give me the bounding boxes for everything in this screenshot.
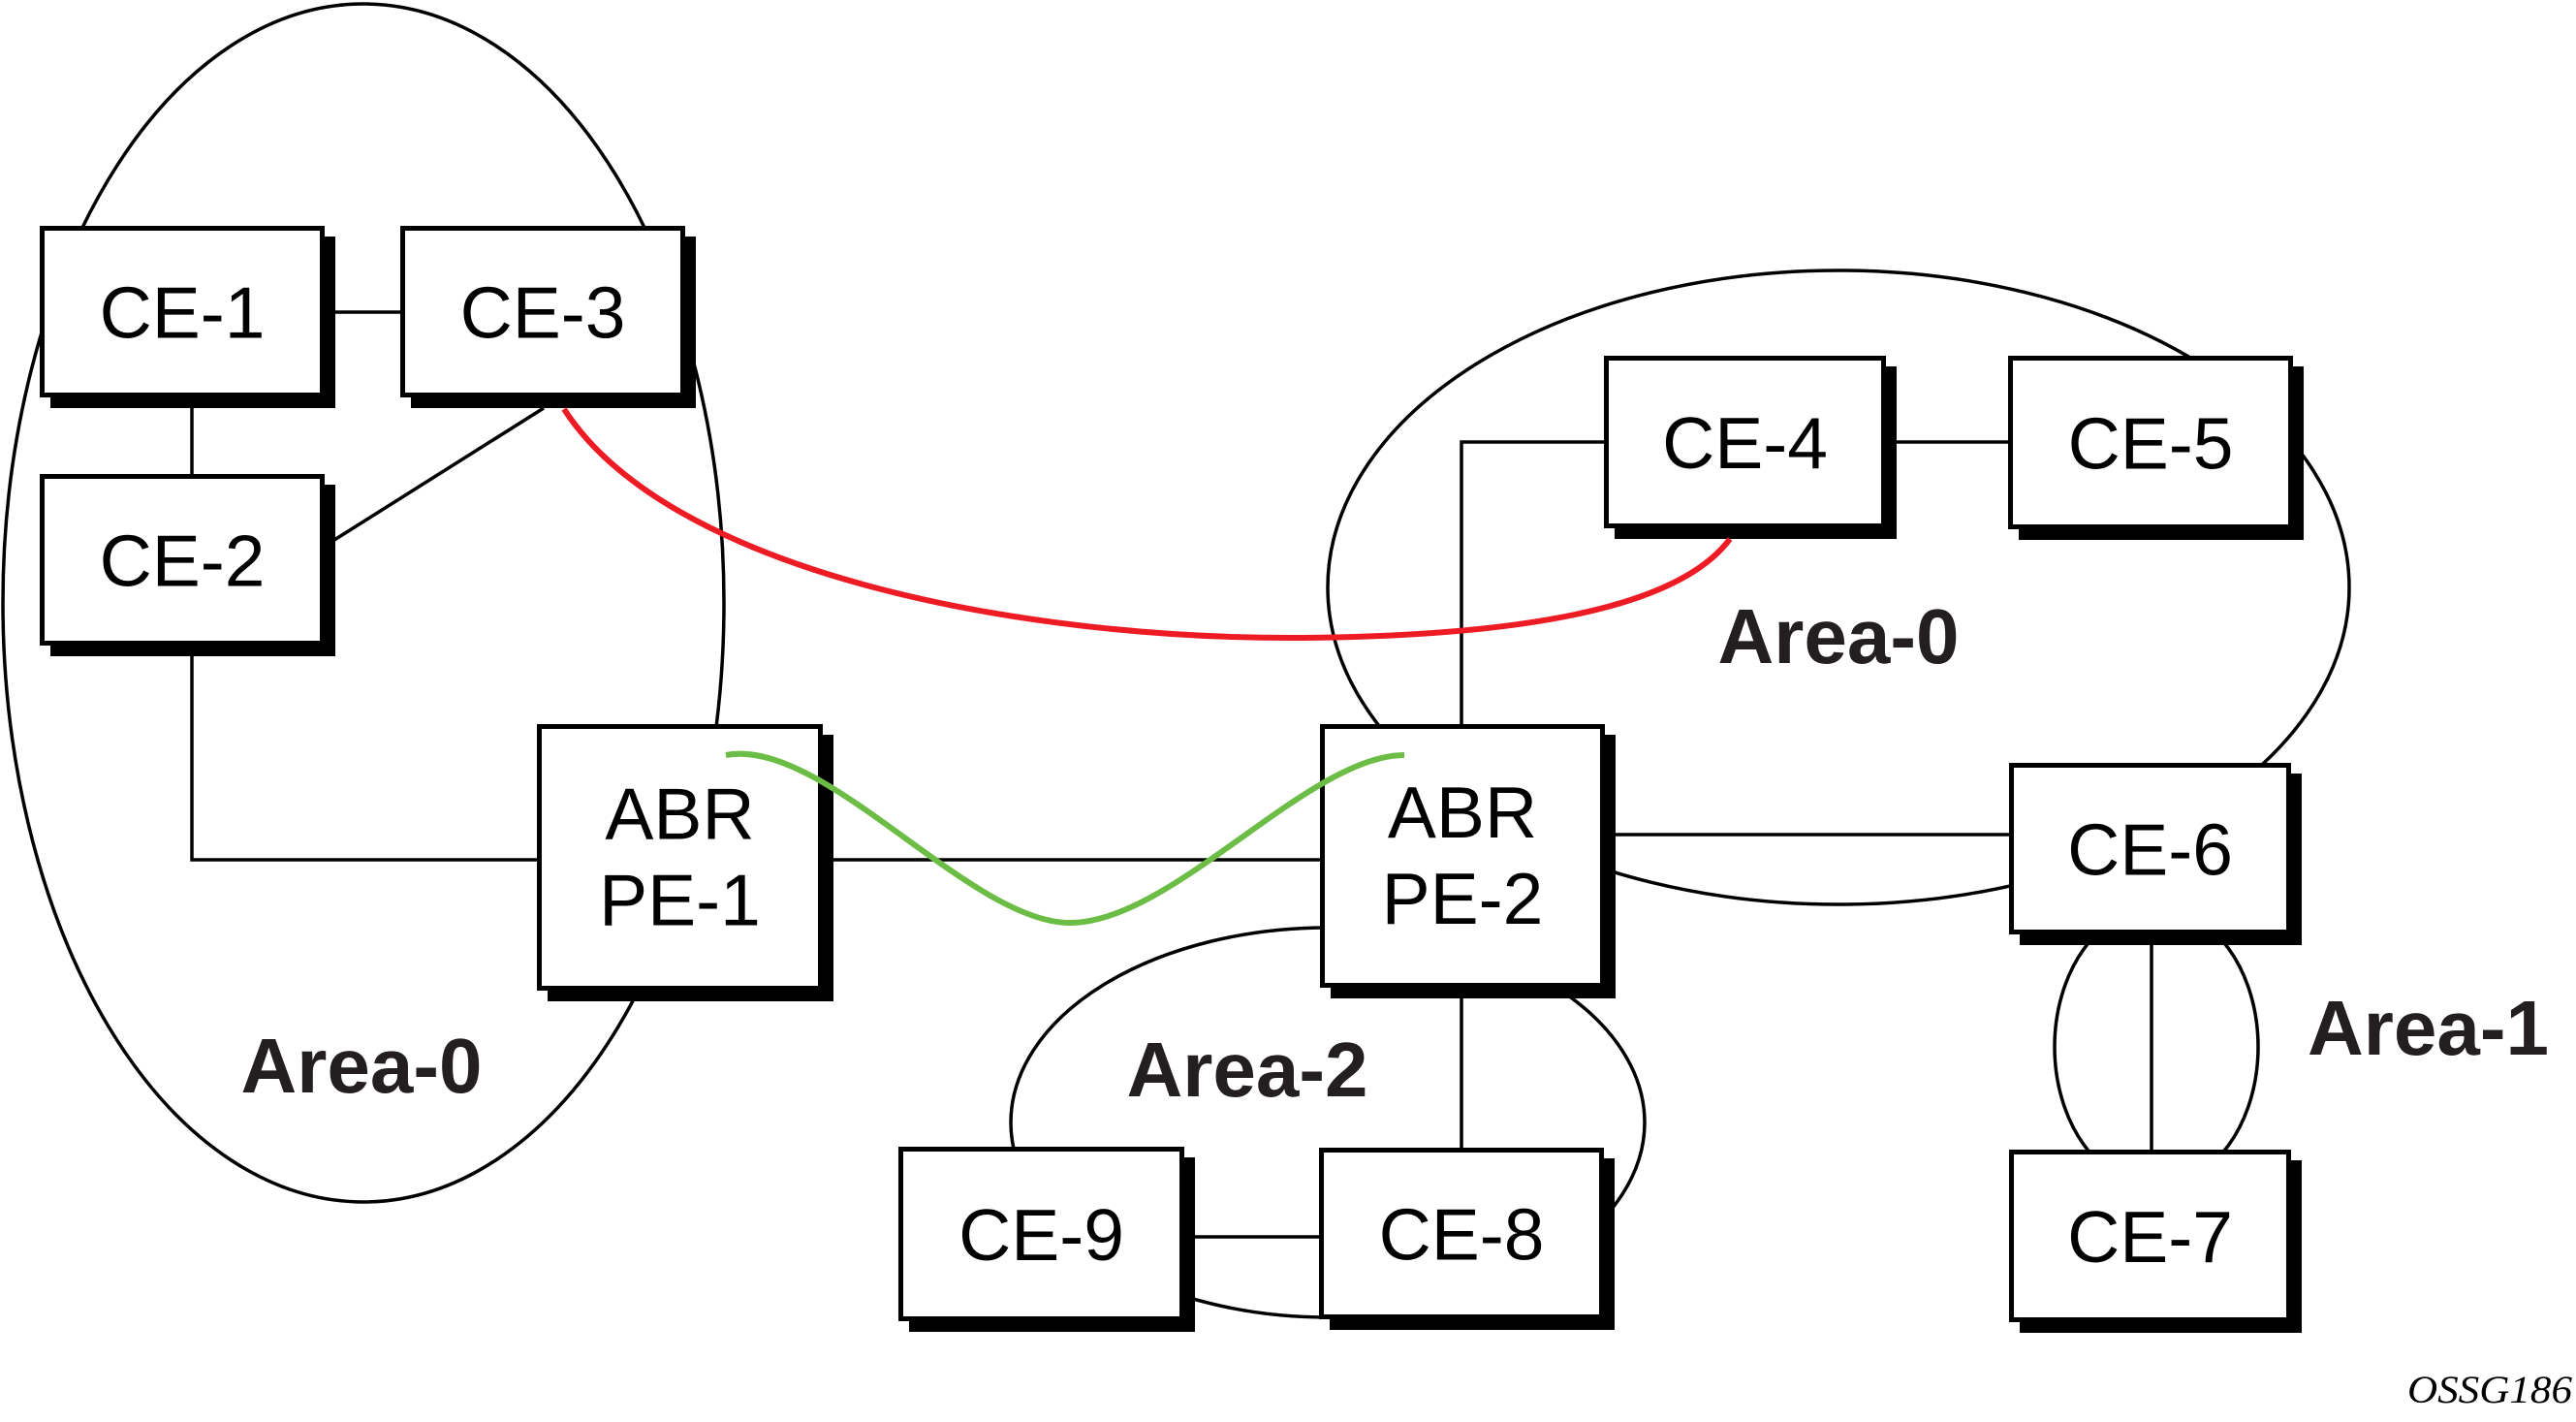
node-label: CE-4 (1662, 402, 1828, 484)
node-name-label: PE-1 (599, 860, 761, 941)
node-box (40, 474, 325, 646)
node-ce-9: CE-9 (898, 1147, 1195, 1332)
node-role-label: ABR (605, 774, 754, 855)
node-box (1604, 356, 1886, 528)
node-ce-8: CE-8 (1319, 1148, 1615, 1330)
node-ce-5: CE-5 (2008, 356, 2304, 540)
area-0-left-outline (1, 2, 726, 1204)
node-ce-6: CE-6 (2009, 763, 2302, 945)
node-label: CE-1 (100, 272, 266, 354)
area-0-right-outline (1326, 269, 2351, 906)
node-label: CE-8 (1379, 1194, 1545, 1276)
node-box (2009, 763, 2291, 934)
area-1-label: Area-1 (2308, 985, 2549, 1071)
node-ce-3: CE-3 (400, 226, 696, 408)
node-label: CE-2 (100, 521, 266, 602)
link-ce-2-pe-1 (190, 656, 537, 862)
node-box (1320, 724, 1605, 988)
node-name-label: PE-2 (1382, 858, 1544, 939)
node-label: CE-3 (460, 272, 626, 354)
red-path (561, 407, 1733, 642)
node-box (898, 1147, 1184, 1321)
node-box (2009, 1150, 2291, 1322)
green-path (725, 750, 1405, 927)
node-label: CE-6 (2067, 809, 2233, 891)
node-box (400, 226, 685, 397)
node-label: CE-5 (2068, 403, 2234, 485)
node-ce-2: CE-2 (40, 474, 335, 656)
node-box (537, 724, 823, 991)
link-ce-3-ce-2 (333, 406, 545, 542)
node-box (1319, 1148, 1604, 1319)
area-0-right-label: Area-0 (1717, 593, 1959, 679)
figure-id-label: OSSG186 (2407, 1368, 2572, 1411)
area-0-left-label: Area-0 (240, 1023, 482, 1109)
area-2-label: Area-2 (1126, 1027, 1367, 1113)
node-ce-1: CE-1 (40, 226, 335, 408)
node-role-label: ABR (1388, 772, 1537, 853)
node-label: CE-7 (2067, 1196, 2233, 1278)
highlighted-paths (561, 407, 1733, 927)
node-box (2008, 356, 2293, 529)
node-ce-7: CE-7 (2009, 1150, 2302, 1333)
node-ce-4: CE-4 (1604, 356, 1897, 539)
node-label: CE-9 (958, 1194, 1124, 1276)
node-box (40, 226, 325, 397)
